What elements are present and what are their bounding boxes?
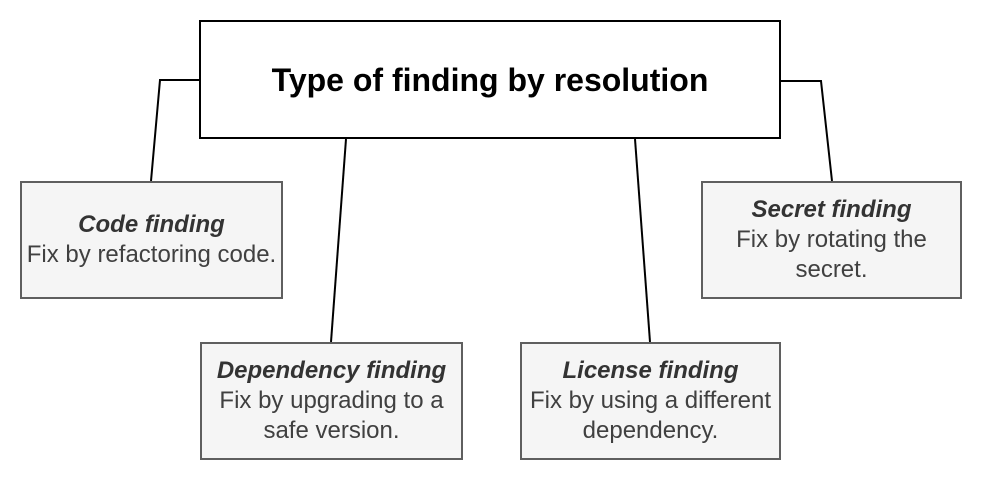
secret-finding-title: Secret finding [751,196,912,223]
node-dependency-finding: Dependency finding Fix by upgrading to a… [200,342,463,460]
secret-finding-description: Fix by rotating the secret. [736,226,927,283]
root-title: Type of finding by resolution [271,61,709,98]
connector-root-to-code-finding [150,79,199,182]
dependency-finding-description: Fix by upgrading to a safe version. [219,387,444,444]
connector-root-to-license-finding [634,138,651,343]
license-finding-description: Fix by using a different dependency. [529,387,772,444]
node-license-finding: License finding Fix by using a different… [520,342,781,460]
license-finding-title: License finding [562,357,739,384]
dependency-finding-title: Dependency finding [216,357,447,384]
code-finding-description: Fix by refactoring code. [26,241,277,268]
connector-root-to-secret-finding [781,80,833,182]
node-code-finding: Code finding Fix by refactoring code. [20,181,283,299]
code-finding-title: Code finding [78,211,225,238]
node-secret-finding: Secret finding Fix by rotating the secre… [701,181,962,299]
connector-root-to-dependency-finding [330,138,347,343]
node-root: Type of finding by resolution [199,20,781,139]
